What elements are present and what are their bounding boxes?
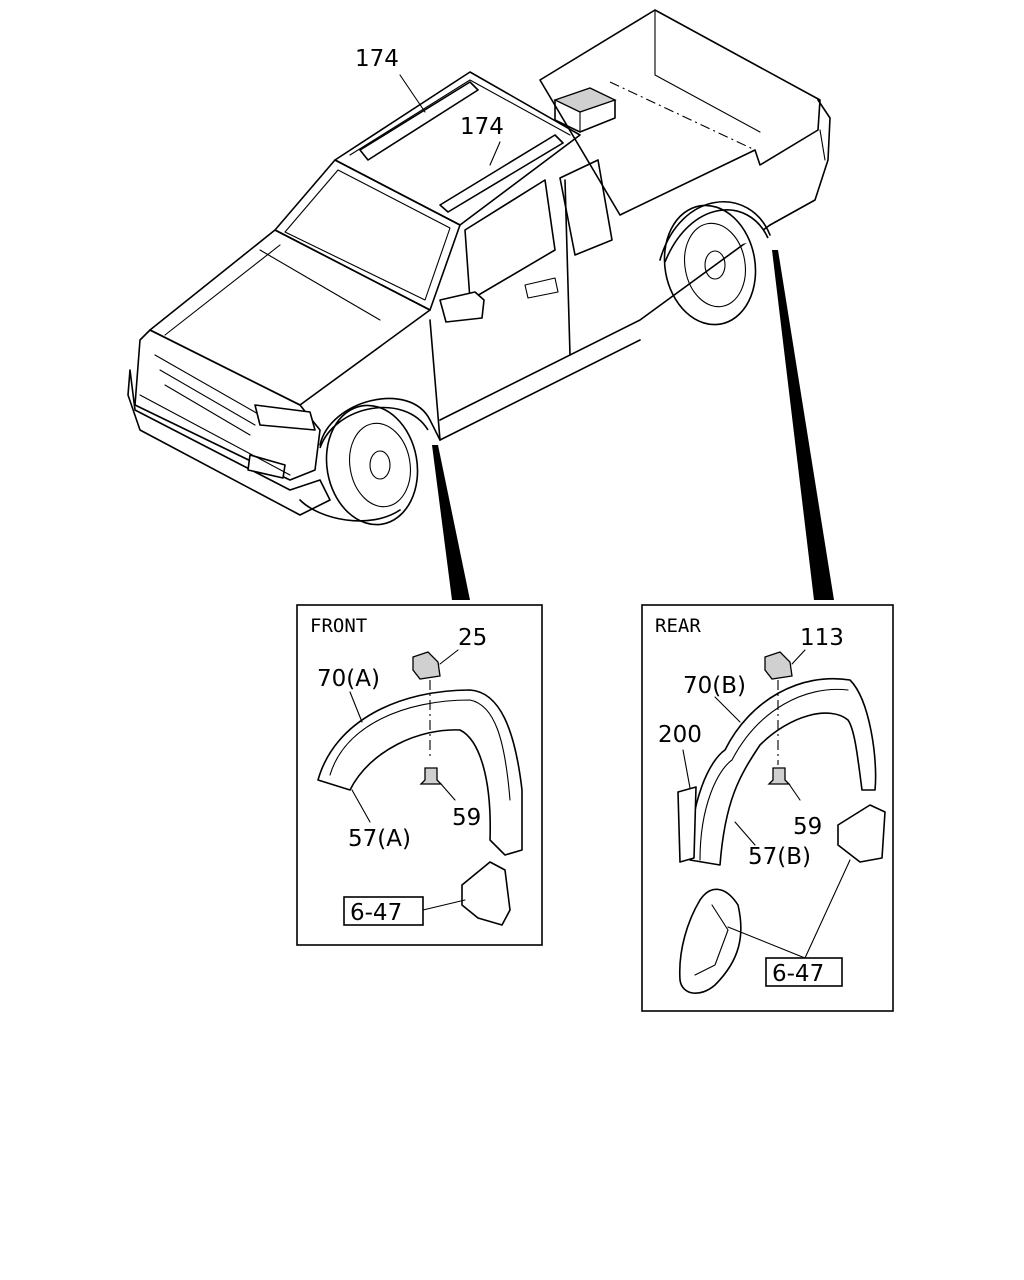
rear-panel-header: REAR (655, 615, 701, 637)
rear-mudflap-small-shape (837, 804, 886, 863)
front-liner-label: 57(A) (348, 826, 411, 852)
rear-seal-shape (677, 786, 697, 863)
rear-flare-label: 70(B) (683, 673, 746, 699)
rear-seal-label: 200 (658, 722, 702, 748)
pickup-truck-illustration (127, 9, 834, 600)
rear-flare-shape (689, 677, 877, 866)
rear-clip-label: 113 (800, 625, 844, 651)
rear-detail-panel: REAR 113 70(B) 200 59 57(B) 6-4 (641, 604, 894, 1012)
front-ref-label: 6-47 (350, 900, 402, 926)
front-flare-shape (317, 689, 523, 856)
callout-roof-rail-rear: 174 (460, 114, 504, 140)
rear-screw-label: 59 (793, 814, 822, 840)
rear-ref-box (765, 957, 843, 987)
front-ref-box (343, 896, 424, 926)
front-screw-label: 59 (452, 805, 481, 831)
front-flare-label: 70(A) (317, 666, 380, 692)
callout-roof-rail-front: 174 (355, 46, 399, 72)
clip-113-shape (764, 651, 793, 680)
front-clip-label: 25 (458, 625, 487, 651)
clip-25-shape (412, 651, 441, 680)
front-mudflap-shape (461, 861, 511, 926)
front-panel-header: FRONT (310, 615, 367, 637)
front-detail-panel: FRONT 25 70(A) 59 57(A) 6-47 (296, 604, 543, 946)
rear-mudflap-large-shape (678, 888, 742, 994)
rear-liner-label: 57(B) (748, 844, 811, 870)
rear-ref-label: 6-47 (772, 961, 824, 987)
